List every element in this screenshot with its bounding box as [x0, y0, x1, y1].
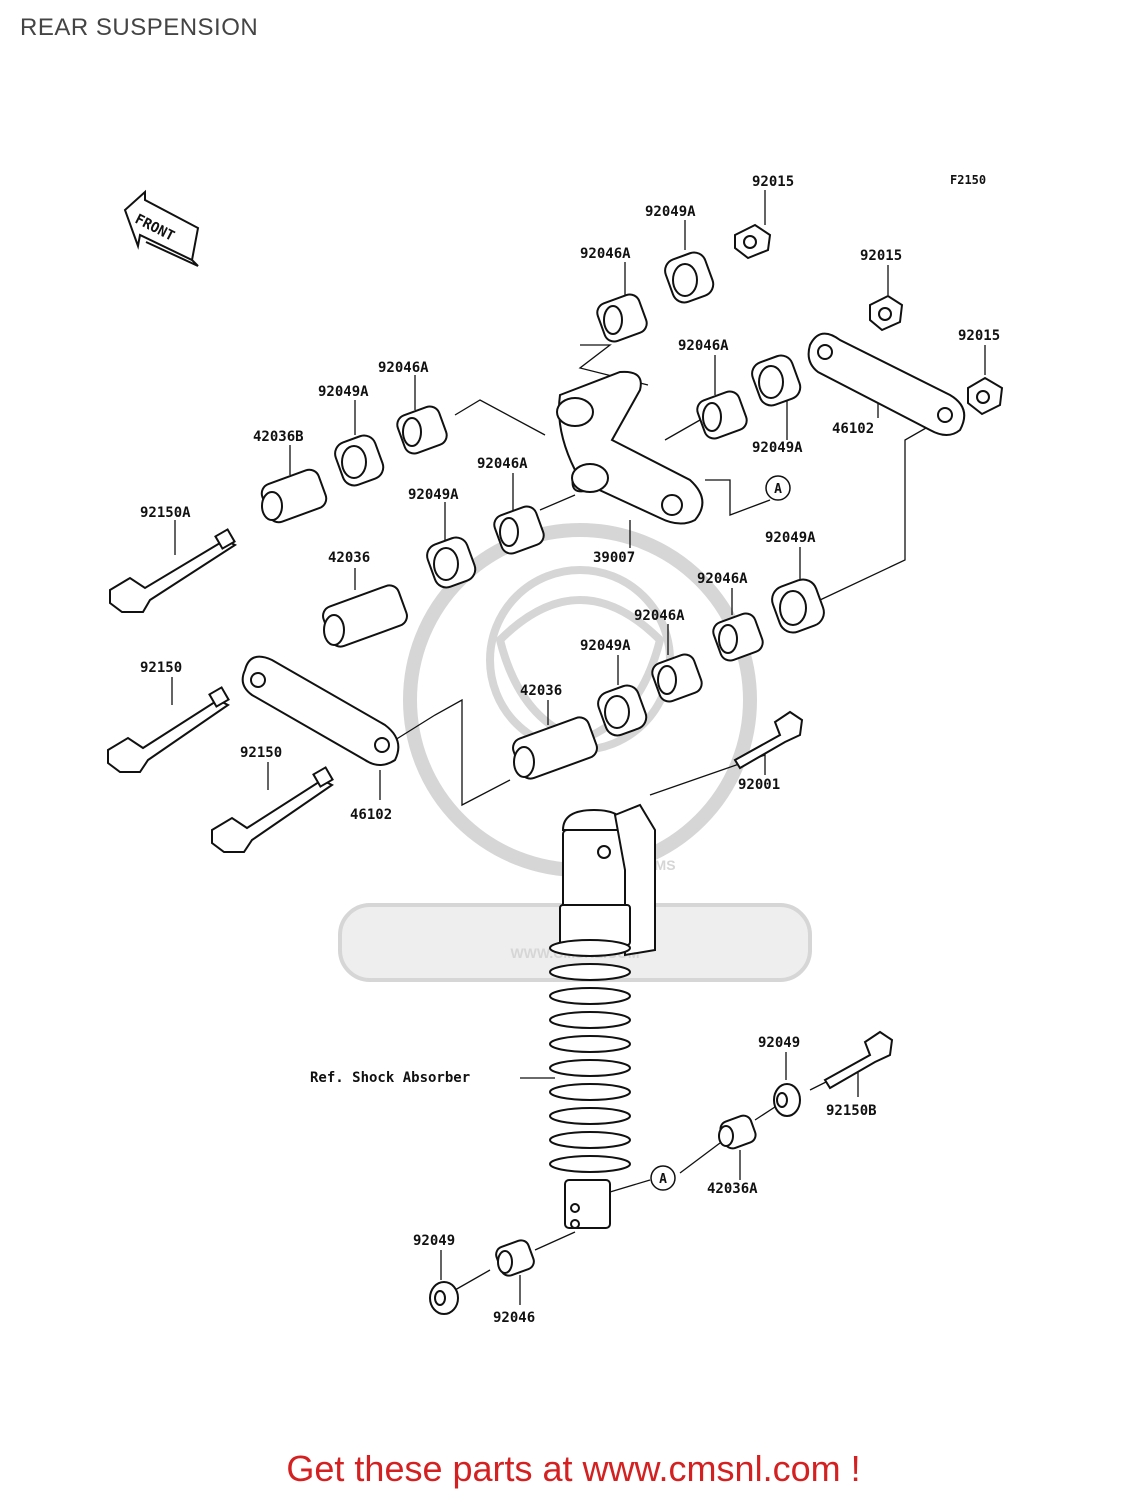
nut-92015-right — [967, 376, 1004, 416]
label-39007: 39007 — [593, 550, 635, 566]
bolt-92150B — [823, 1030, 894, 1090]
bearing-92046A-lower-right — [712, 612, 764, 662]
bolt-92150A — [109, 528, 238, 613]
sleeve-42036-lower — [512, 716, 598, 780]
rocker-arm-39007 — [556, 370, 704, 525]
label-92001: 92001 — [738, 777, 780, 793]
collar-92049-right — [773, 1083, 801, 1117]
nut-92015-mid — [869, 294, 904, 332]
tie-rod-46102-right — [807, 332, 966, 436]
collar-92049A-center — [426, 536, 477, 589]
label-42036-lower: 42036 — [520, 683, 562, 699]
bolt-92001 — [733, 710, 804, 770]
collar-92049-bottom — [429, 1281, 459, 1315]
collar-92049A-lower — [597, 684, 648, 737]
bolt-92150-lower — [211, 766, 334, 853]
label-92046A-lower-right: 92046A — [697, 571, 748, 587]
sleeve-42036B — [260, 468, 328, 524]
label-92150B: 92150B — [826, 1103, 877, 1119]
label-92046A-lower: 92046A — [634, 608, 685, 624]
label-92046-bottom: 92046 — [493, 1310, 535, 1326]
bearing-92046A-lower — [651, 653, 703, 703]
label-42036-upper: 42036 — [328, 550, 370, 566]
nut-92015-top — [734, 223, 772, 260]
label-92150A: 92150A — [140, 505, 191, 521]
label-92049A-lower: 92049A — [580, 638, 631, 654]
footer-banner-link[interactable]: Get these parts at www.cmsnl.com ! — [286, 1448, 861, 1489]
svg-text:A: A — [659, 1172, 667, 1187]
shock-spring — [549, 939, 631, 1173]
parts-shapes — [107, 223, 1004, 1315]
label-92015-top: 92015 — [752, 174, 794, 190]
label-92046A-center: 92046A — [477, 456, 528, 472]
tie-rod-46102-left — [241, 655, 400, 766]
collar-92049A-left — [334, 434, 385, 487]
label-92150-lower: 92150 — [240, 745, 282, 761]
sleeve-42036-upper — [322, 584, 408, 648]
figure-code: F2150 — [950, 173, 986, 187]
label-92046A-right: 92046A — [678, 338, 729, 354]
page-title: REAR SUSPENSION — [20, 14, 259, 41]
shock-absorber — [549, 803, 656, 1229]
label-92015-mid: 92015 — [860, 248, 902, 264]
bearing-92046A-left — [396, 405, 448, 455]
label-46102-left: 46102 — [350, 807, 392, 823]
label-92015-right: 92015 — [958, 328, 1000, 344]
ref-marker-a-lower: A — [650, 1165, 676, 1191]
sleeve-42036A — [718, 1114, 757, 1150]
ref-marker-a-upper: A — [765, 475, 791, 501]
label-shock-absorber: Ref. Shock Absorber — [310, 1070, 470, 1086]
label-92049A-lower-right: 92049A — [765, 530, 816, 546]
label-92049-right: 92049 — [758, 1035, 800, 1051]
label-42036A: 42036A — [707, 1181, 758, 1197]
collar-92049A-lower-right — [771, 578, 825, 634]
label-46102-right: 46102 — [832, 421, 874, 437]
front-arrow-icon: FRONT — [123, 189, 200, 267]
bearing-92046A-center — [493, 505, 545, 555]
collar-92049A-top — [664, 251, 715, 304]
svg-text:A: A — [774, 482, 782, 497]
bearing-92046A-top — [596, 293, 648, 343]
label-92049A-right: 92049A — [752, 440, 803, 456]
label-92046A-left: 92046A — [378, 360, 429, 376]
label-92049A-left: 92049A — [318, 384, 369, 400]
label-92049A-top: 92049A — [645, 204, 696, 220]
label-92049A-center: 92049A — [408, 487, 459, 503]
collar-92049A-right — [751, 354, 802, 407]
label-92049-bottom: 92049 — [413, 1233, 455, 1249]
bearing-92046-bottom — [495, 1239, 535, 1277]
label-92046A-top: 92046A — [580, 246, 631, 262]
bolt-92150-upper — [107, 686, 230, 773]
label-92150-upper: 92150 — [140, 660, 182, 676]
bearing-92046A-right — [696, 390, 748, 440]
label-42036B: 42036B — [253, 429, 304, 445]
